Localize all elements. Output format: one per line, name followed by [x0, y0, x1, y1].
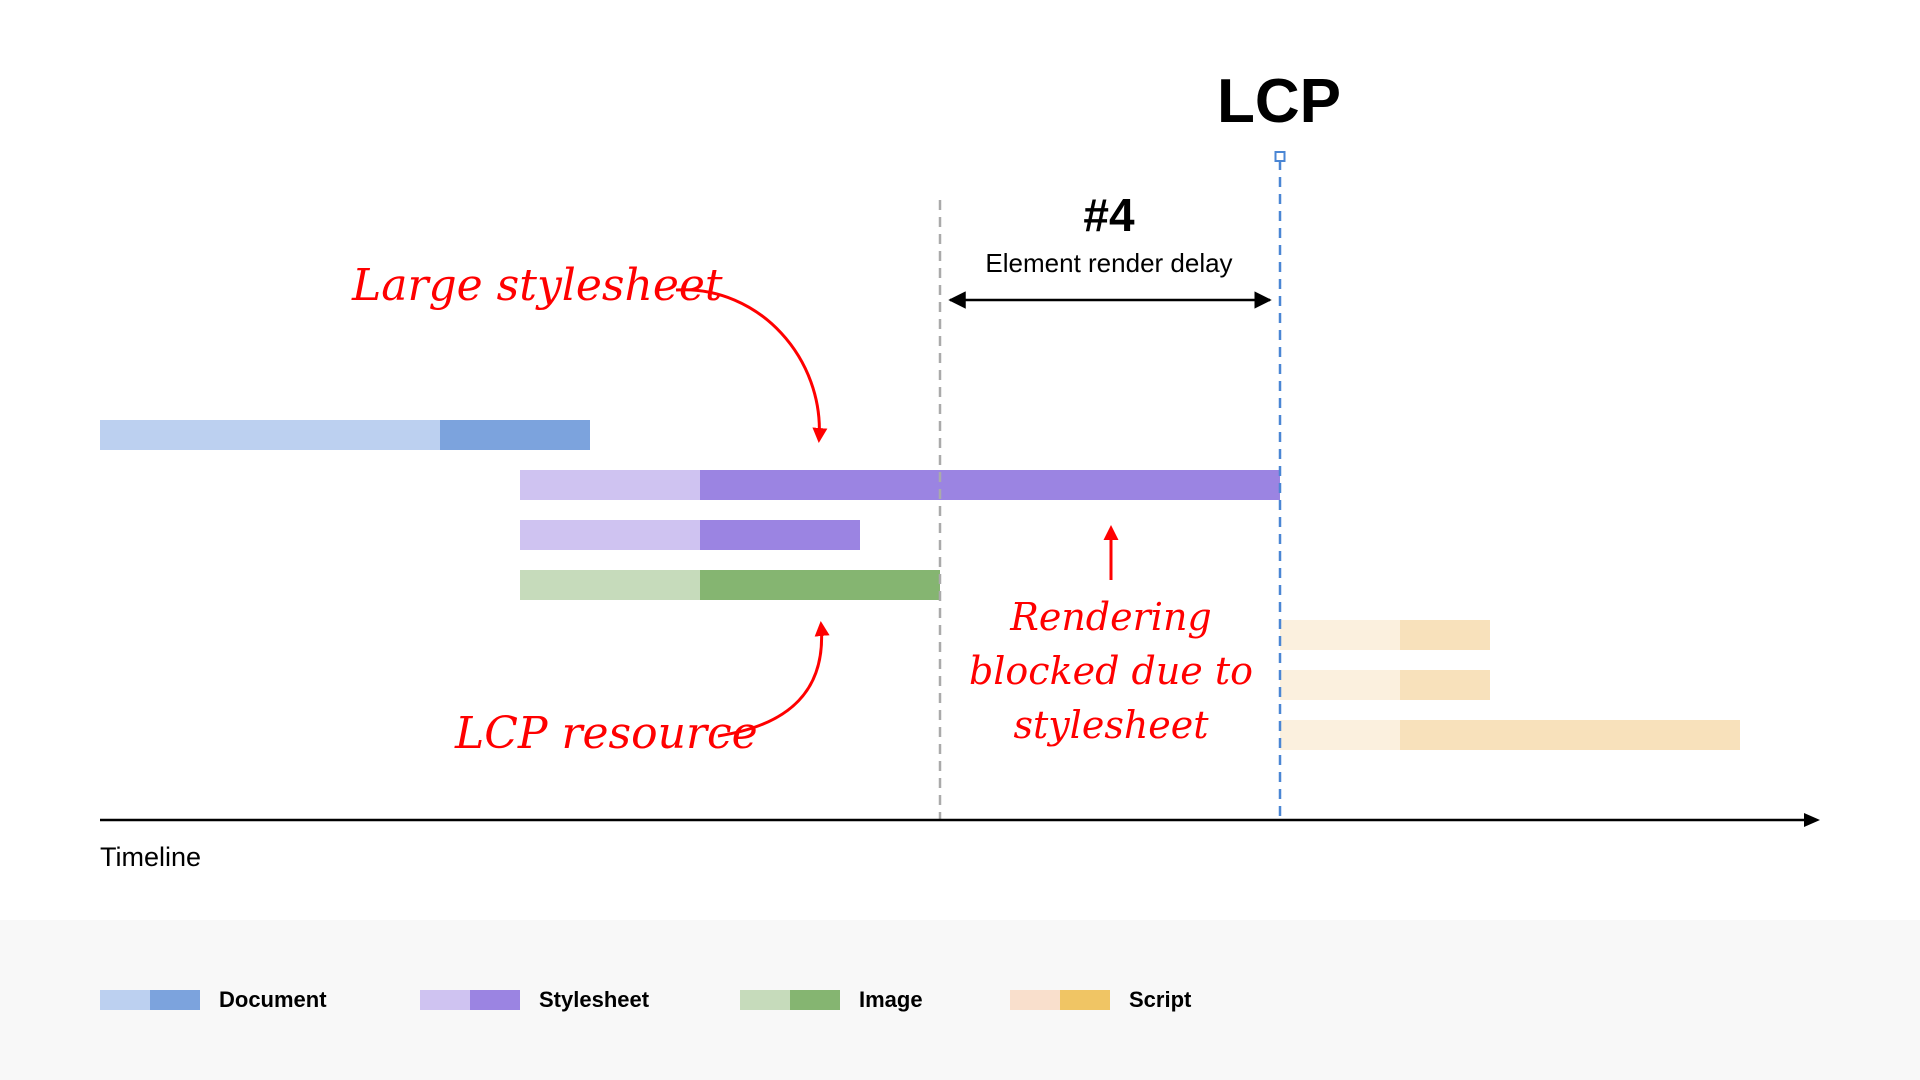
lcp-title: LCP — [1217, 67, 1341, 136]
request-bar-document-1-waiting — [100, 420, 440, 450]
request-bar-script-6-download — [1400, 670, 1490, 700]
lcp-marker-handle — [1274, 151, 1286, 162]
lcp-waterfall-diagram: LCP #4 Element render delay Timeline Lar… — [100, 67, 1820, 872]
legend-swatch-image — [740, 990, 840, 1010]
legend-label-stylesheet: Stylesheet — [539, 987, 650, 1012]
request-bar-script-6-waiting — [1280, 670, 1400, 700]
request-bar-script-7-download — [1400, 720, 1740, 750]
request-bar-stylesheet-3-waiting — [520, 520, 700, 550]
annotation-render-blocked-line-2: blocked due to — [969, 649, 1253, 693]
request-bar-stylesheet-2-download — [700, 470, 1280, 500]
phase-label: Element render delay — [985, 248, 1232, 278]
request-bar-script-5-waiting — [1280, 620, 1400, 650]
request-bar-stylesheet-3-download — [700, 520, 860, 550]
legend-swatch-stylesheet — [420, 990, 520, 1010]
request-bar-script-7-waiting — [1280, 720, 1400, 750]
annotation-lcp-resource-arrow — [717, 621, 830, 738]
timeline-axis-arrowhead — [1804, 813, 1820, 827]
annotation-lcp-resource: LCP resource — [454, 708, 758, 759]
request-bar-image-4-download — [700, 570, 940, 600]
request-bar-image-4-waiting — [520, 570, 700, 600]
legend-label-document: Document — [219, 987, 327, 1012]
timeline-label: Timeline — [100, 842, 201, 872]
legend: Document Stylesheet Image Script — [0, 920, 1920, 1080]
annotation-large-stylesheet-arrow — [675, 288, 828, 443]
request-bar-document-1-download — [440, 420, 590, 450]
annotation-large-stylesheet: Large stylesheet — [351, 260, 723, 311]
legend-item-script: Script — [1010, 987, 1192, 1012]
request-bar-stylesheet-2-waiting — [520, 470, 700, 500]
legend-item-document: Document — [100, 987, 327, 1012]
request-bar-script-5-download — [1400, 620, 1490, 650]
legend-label-script: Script — [1129, 987, 1192, 1012]
legend-item-image: Image — [740, 987, 923, 1012]
legend-swatch-document — [100, 990, 200, 1010]
legend-swatch-script — [1010, 990, 1110, 1010]
annotation-render-blocked-line-1: Rendering — [1009, 595, 1212, 639]
annotation-render-blocked-line-3: stylesheet — [1013, 703, 1209, 747]
request-bars — [100, 420, 1740, 750]
legend-item-stylesheet: Stylesheet — [420, 987, 650, 1012]
legend-label-image: Image — [859, 987, 923, 1012]
phase-number: #4 — [1083, 189, 1135, 241]
